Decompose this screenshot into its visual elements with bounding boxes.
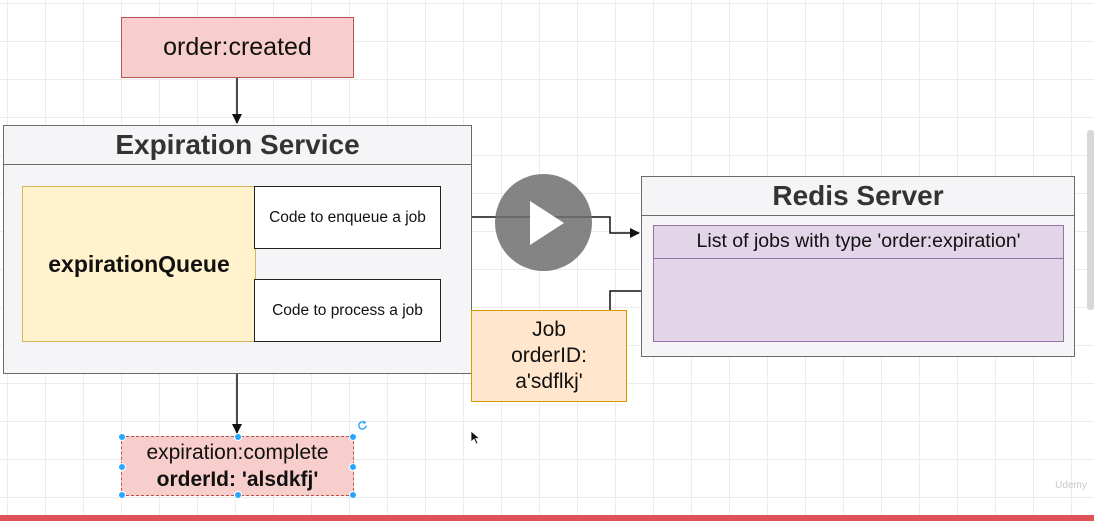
process-job-label: Code to process a job	[272, 301, 423, 319]
expiration-complete-label: expiration:complete	[146, 441, 329, 464]
mouse-cursor-icon	[470, 430, 481, 445]
job-order-id-label: orderID:	[511, 344, 587, 367]
expiration-service-title: Expiration Service	[3, 125, 472, 165]
vertical-scrollbar[interactable]	[1087, 130, 1094, 310]
resize-handle-bottom-left[interactable]	[118, 491, 126, 499]
order-created-event[interactable]: order:created	[121, 17, 354, 78]
video-progress-bar[interactable]	[0, 515, 1094, 521]
expiration-queue[interactable]: expirationQueue	[22, 186, 256, 342]
resize-handle-bottom-center[interactable]	[234, 491, 242, 499]
order-created-label: order:created	[163, 33, 312, 61]
job-title: Job	[532, 318, 566, 341]
resize-handle-middle-left[interactable]	[118, 463, 126, 471]
expiration-complete-order-id: orderId: 'alsdkfj'	[156, 468, 319, 491]
connector-redis-to-job	[609, 290, 641, 310]
resize-handle-middle-right[interactable]	[349, 463, 357, 471]
enqueue-job-code[interactable]: Code to enqueue a job	[254, 186, 441, 249]
udemy-watermark: Udemy	[1055, 479, 1087, 491]
resize-handle-top-center[interactable]	[234, 433, 242, 441]
job-order-id-value: a'sdflkj'	[515, 370, 583, 393]
redis-job-list[interactable]	[653, 225, 1064, 342]
expiration-queue-label: expirationQueue	[48, 250, 230, 277]
resize-handle-top-right[interactable]	[349, 433, 357, 441]
redis-job-list-header: List of jobs with type 'order:expiration…	[653, 225, 1064, 259]
job-card[interactable]: Job orderID: a'sdflkj'	[471, 310, 627, 402]
play-icon	[529, 200, 564, 245]
process-job-code[interactable]: Code to process a job	[254, 279, 441, 342]
resize-handle-top-left[interactable]	[118, 433, 126, 441]
expiration-complete-event[interactable]: expiration:complete orderId: 'alsdkfj'	[118, 433, 357, 499]
resize-handle-bottom-right[interactable]	[349, 491, 357, 499]
rotate-handle-icon[interactable]	[356, 419, 369, 432]
video-play-button[interactable]	[495, 174, 592, 271]
enqueue-job-label: Code to enqueue a job	[269, 208, 426, 226]
redis-server-title: Redis Server	[641, 176, 1075, 216]
